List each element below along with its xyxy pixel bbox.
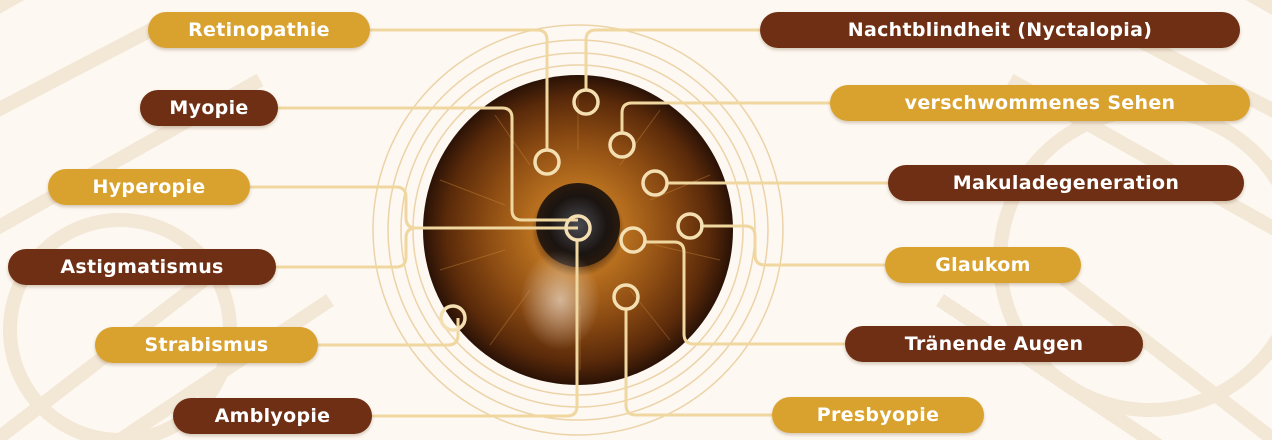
label-makuladegeneration: Makuladegeneration <box>888 165 1244 201</box>
label-myopie: Myopie <box>140 90 278 126</box>
reflection <box>520 250 600 350</box>
label-presbyopie: Presbyopie <box>772 397 984 433</box>
label-astigmatismus: Astigmatismus <box>8 249 276 285</box>
label-verschwommenes-sehen: verschwommenes Sehen <box>830 85 1250 121</box>
label-retinopathie: Retinopathie <box>148 12 370 48</box>
label-nachtblindheit: Nachtblindheit (Nyctalopia) <box>760 12 1240 48</box>
label-glaukom: Glaukom <box>885 247 1081 283</box>
label-traenende-augen: Tränende Augen <box>845 326 1143 362</box>
label-strabismus: Strabismus <box>95 327 318 363</box>
label-hyperopie: Hyperopie <box>48 169 250 205</box>
label-amblyopie: Amblyopie <box>173 398 372 434</box>
